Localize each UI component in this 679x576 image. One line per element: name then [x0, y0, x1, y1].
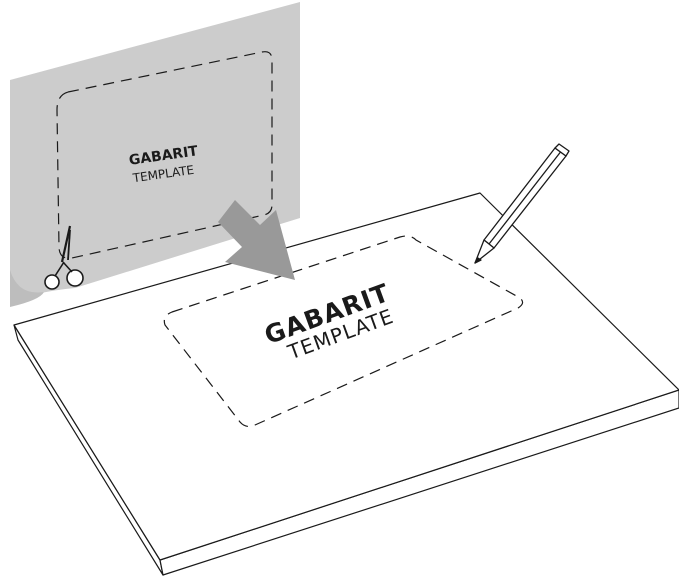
template-tracing-diagram: GABARIT TEMPLATE GABARIT TEMPLATE	[0, 0, 679, 576]
diagram-canvas: GABARIT TEMPLATE GABARIT TEMPLATE	[0, 0, 679, 576]
